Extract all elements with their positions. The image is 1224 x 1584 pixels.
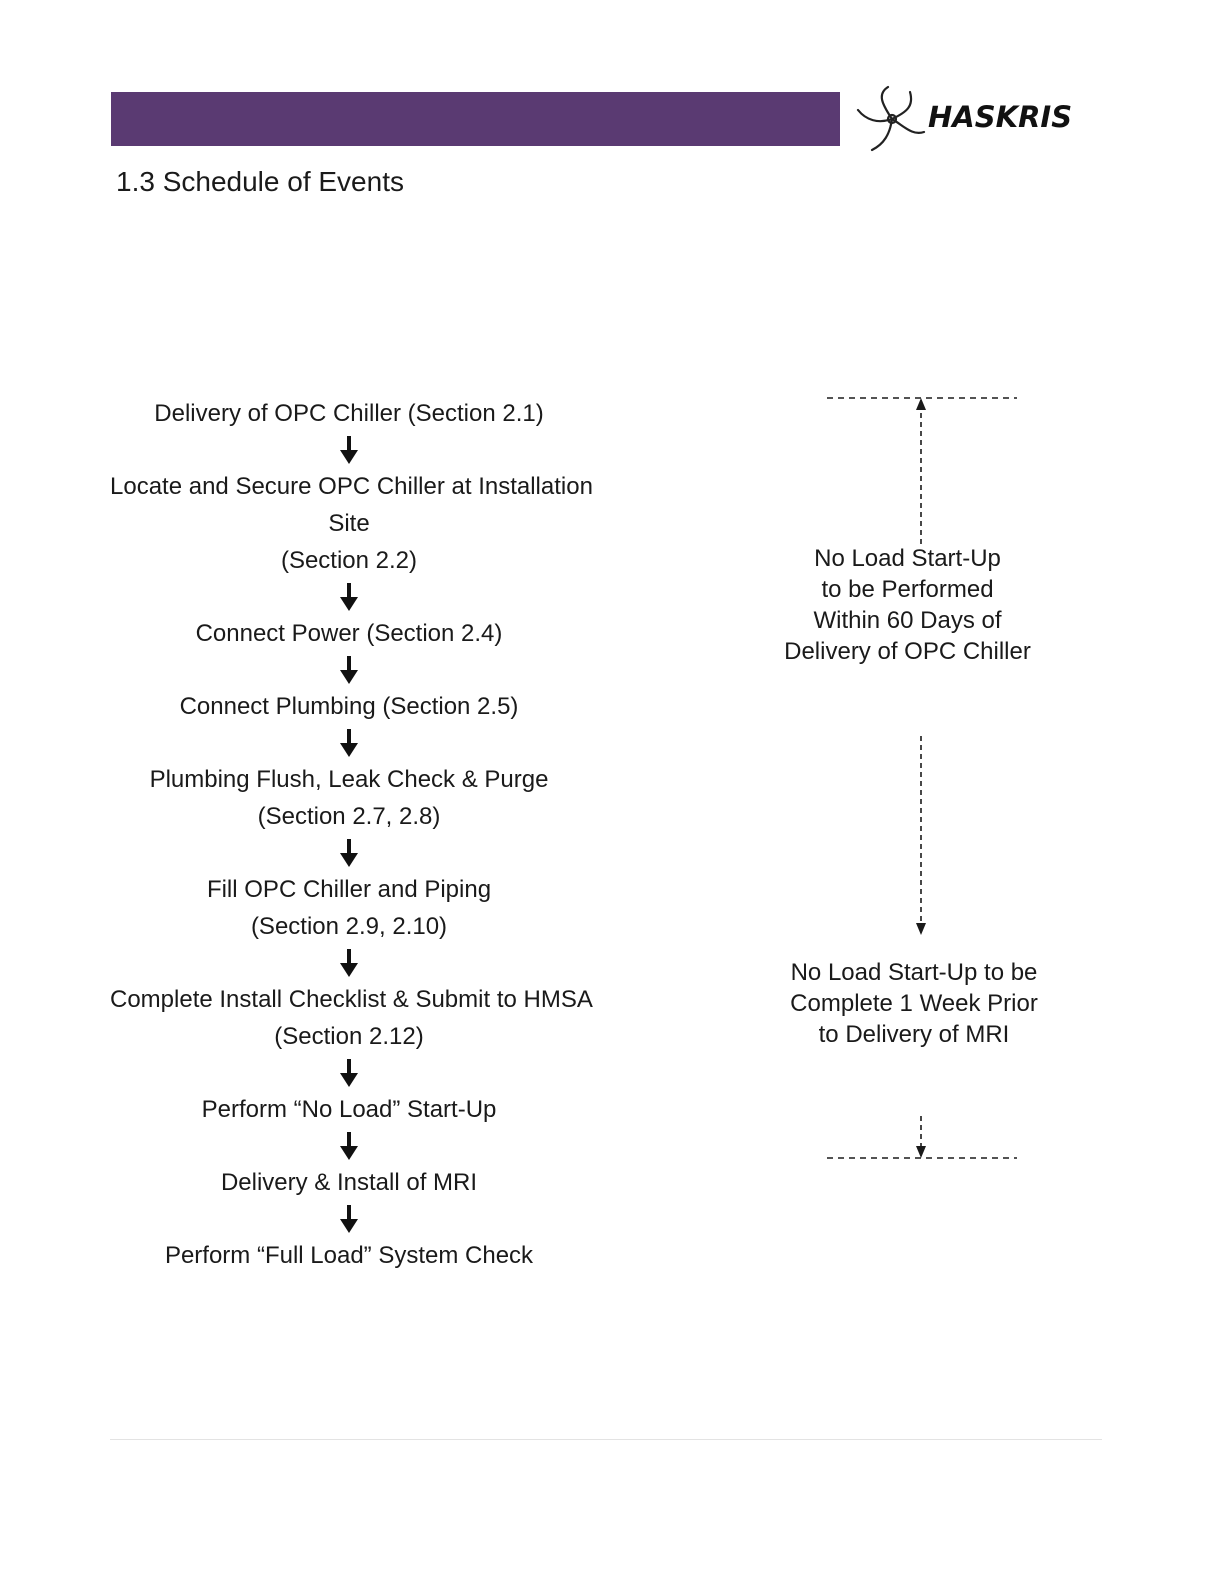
flow-step: Delivery of OPC Chiller (Section 2.1) [110, 395, 588, 432]
note-line: to Delivery of MRI [818, 1021, 1010, 1048]
note-line: Delivery of OPC Chiller [784, 638, 1031, 665]
footer-divider [110, 1439, 1102, 1440]
flow-step-text: Perform “Full Load” System Check [164, 1242, 534, 1269]
flow-step-text: Fill OPC Chiller and Piping [206, 876, 492, 903]
flow-step: Delivery & Install of MRI [110, 1164, 588, 1201]
no-load-deadline-note: No Load Start-Up to be Complete 1 Week P… [770, 957, 1058, 1050]
down-arrow-icon [340, 1059, 358, 1087]
down-arrowhead-icon [916, 1146, 926, 1158]
section-title: 1.3 Schedule of Events [116, 166, 404, 197]
flow-step: Connect Plumbing (Section 2.5) [110, 688, 588, 725]
header-bar [111, 92, 856, 146]
down-arrow-icon [340, 949, 358, 977]
down-arrow-icon [340, 656, 358, 684]
schedule-flow: Delivery of OPC Chiller (Section 2.1) Loc… [110, 395, 593, 1274]
flow-step-text: Connect Plumbing (Section 2.5) [179, 693, 519, 720]
haskris-swirl-icon [856, 85, 926, 152]
flow-step-text: (Section 2.9, 2.10) [250, 913, 448, 940]
flow-step-text: Delivery & Install of MRI [220, 1169, 478, 1196]
flow-step-text: Plumbing Flush, Leak Check & Purge [149, 766, 549, 793]
flow-step: Plumbing Flush, Leak Check & Purge (Secti… [110, 761, 588, 835]
flow-step-text: Site [328, 510, 370, 537]
note-line: to be Performed [821, 576, 994, 603]
flow-step: Perform “No Load” Start-Up [110, 1091, 588, 1128]
down-arrow-icon [340, 839, 358, 867]
no-load-window-note: No Load Start-Up to be Performed Within … [770, 543, 1045, 667]
down-arrow-icon [340, 729, 358, 757]
flow-step-text: Connect Power (Section 2.4) [195, 620, 503, 647]
down-arrow-icon [340, 1132, 358, 1160]
flow-step: Locate and Secure OPC Chiller at Install… [110, 468, 593, 579]
flow-step-text: (Section 2.12) [274, 1023, 424, 1050]
flow-step: Complete Install Checklist & Submit to H… [110, 981, 593, 1055]
flow-step-text: Delivery of OPC Chiller (Section 2.1) [154, 400, 544, 427]
flow-step-text: (Section 2.7, 2.8) [257, 803, 441, 830]
note-line: Within 60 Days of [813, 607, 1002, 634]
down-arrow-icon [340, 1205, 358, 1233]
down-arrow-icon [340, 583, 358, 611]
flow-step-text: (Section 2.2) [280, 547, 418, 574]
note-line: No Load Start-Up [814, 545, 1001, 572]
flow-step: Fill OPC Chiller and Piping (Section 2.9,… [110, 871, 588, 945]
flow-step-text: Complete Install Checklist & Submit to H… [110, 986, 593, 1013]
flow-step: Connect Power (Section 2.4) [110, 615, 588, 652]
brand-name: HASKRIS [928, 100, 1073, 134]
note-line: No Load Start-Up to be [790, 959, 1038, 986]
up-arrowhead-icon [916, 398, 926, 410]
flow-step-text: Perform “No Load” Start-Up [201, 1096, 497, 1123]
flow-step-text: Locate and Secure OPC Chiller at Install… [110, 473, 593, 500]
logo [840, 82, 1110, 156]
note-line: Complete 1 Week Prior [790, 990, 1038, 1017]
down-arrowhead-icon [916, 923, 926, 935]
down-arrow-icon [340, 436, 358, 464]
flow-step: Perform “Full Load” System Check [110, 1237, 588, 1274]
